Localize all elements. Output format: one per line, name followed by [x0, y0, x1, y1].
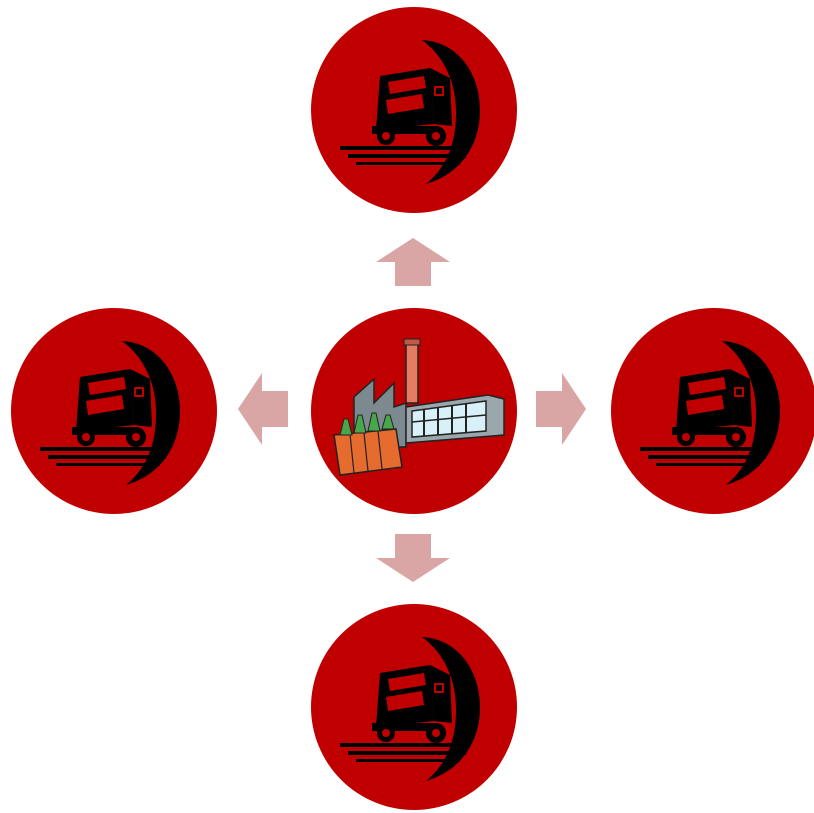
arrow-up — [376, 238, 450, 286]
satellite-node-right — [610, 307, 814, 515]
satellite-node-left — [10, 307, 218, 515]
arrow-right — [536, 373, 586, 445]
satellite-node-bottom — [310, 603, 518, 811]
center-node — [310, 307, 518, 515]
arrow-down — [376, 534, 450, 582]
satellite-node-top — [310, 6, 518, 214]
arrow-left — [238, 373, 288, 445]
